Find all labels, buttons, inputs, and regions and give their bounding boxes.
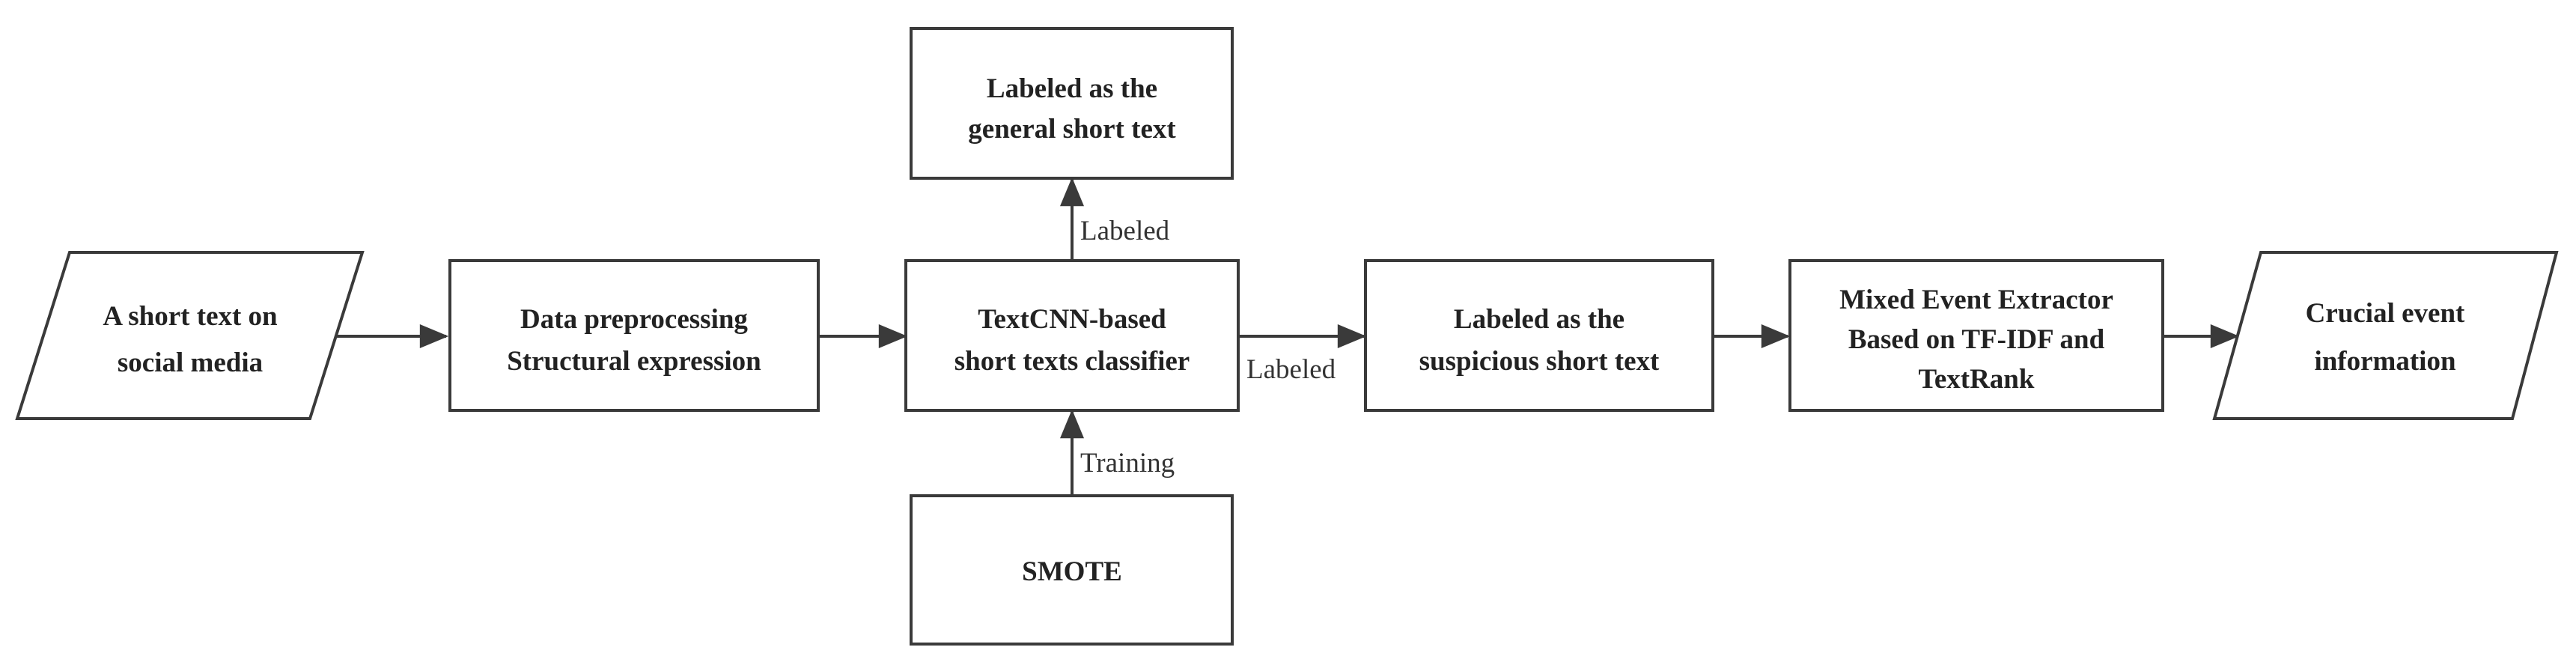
smote-node: SMOTE (910, 494, 1234, 646)
smote-node-label: SMOTE (1022, 556, 1122, 587)
general-node-line-1: Labeled as the (987, 73, 1157, 104)
suspicious-node-line-2: suspicious short text (1419, 346, 1660, 377)
preprocess-node: Data preprocessing Structural expression (448, 259, 820, 412)
classifier-node: TextCNN-based short texts classifier (904, 259, 1240, 412)
edge-label-training: Training (1080, 448, 1175, 479)
extractor-node-line-1: Mixed Event Extractor (1839, 285, 2113, 315)
classifier-node-line-1: TextCNN-based (978, 304, 1166, 335)
edge-label-labeled-up: Labeled (1080, 216, 1170, 246)
classifier-node-line-2: short texts classifier (954, 346, 1190, 377)
edge-label-labeled-right: Labeled (1246, 354, 1336, 385)
general-node-line-2: general short text (968, 114, 1176, 145)
output-node: Crucial event information (2212, 251, 2559, 420)
general-node: Labeled as the general short text (910, 27, 1234, 180)
preprocess-node-line-2: Structural expression (507, 346, 761, 377)
output-node-line-1: Crucial event (2306, 298, 2465, 329)
output-node-line-2: information (2314, 346, 2456, 377)
extractor-node-line-2: Based on TF-IDF and (1848, 324, 2105, 355)
input-node: A short text on social media (15, 251, 365, 420)
input-node-line-1: A short text on (103, 301, 278, 332)
preprocess-node-line-1: Data preprocessing (520, 304, 748, 335)
extractor-node-line-3: TextRank (1919, 364, 2035, 395)
extractor-node: Mixed Event Extractor Based on TF-IDF an… (1788, 259, 2164, 412)
suspicious-node: Labeled as the suspicious short text (1364, 259, 1714, 412)
input-node-line-2: social media (118, 347, 263, 378)
suspicious-node-line-1: Labeled as the (1454, 304, 1625, 335)
